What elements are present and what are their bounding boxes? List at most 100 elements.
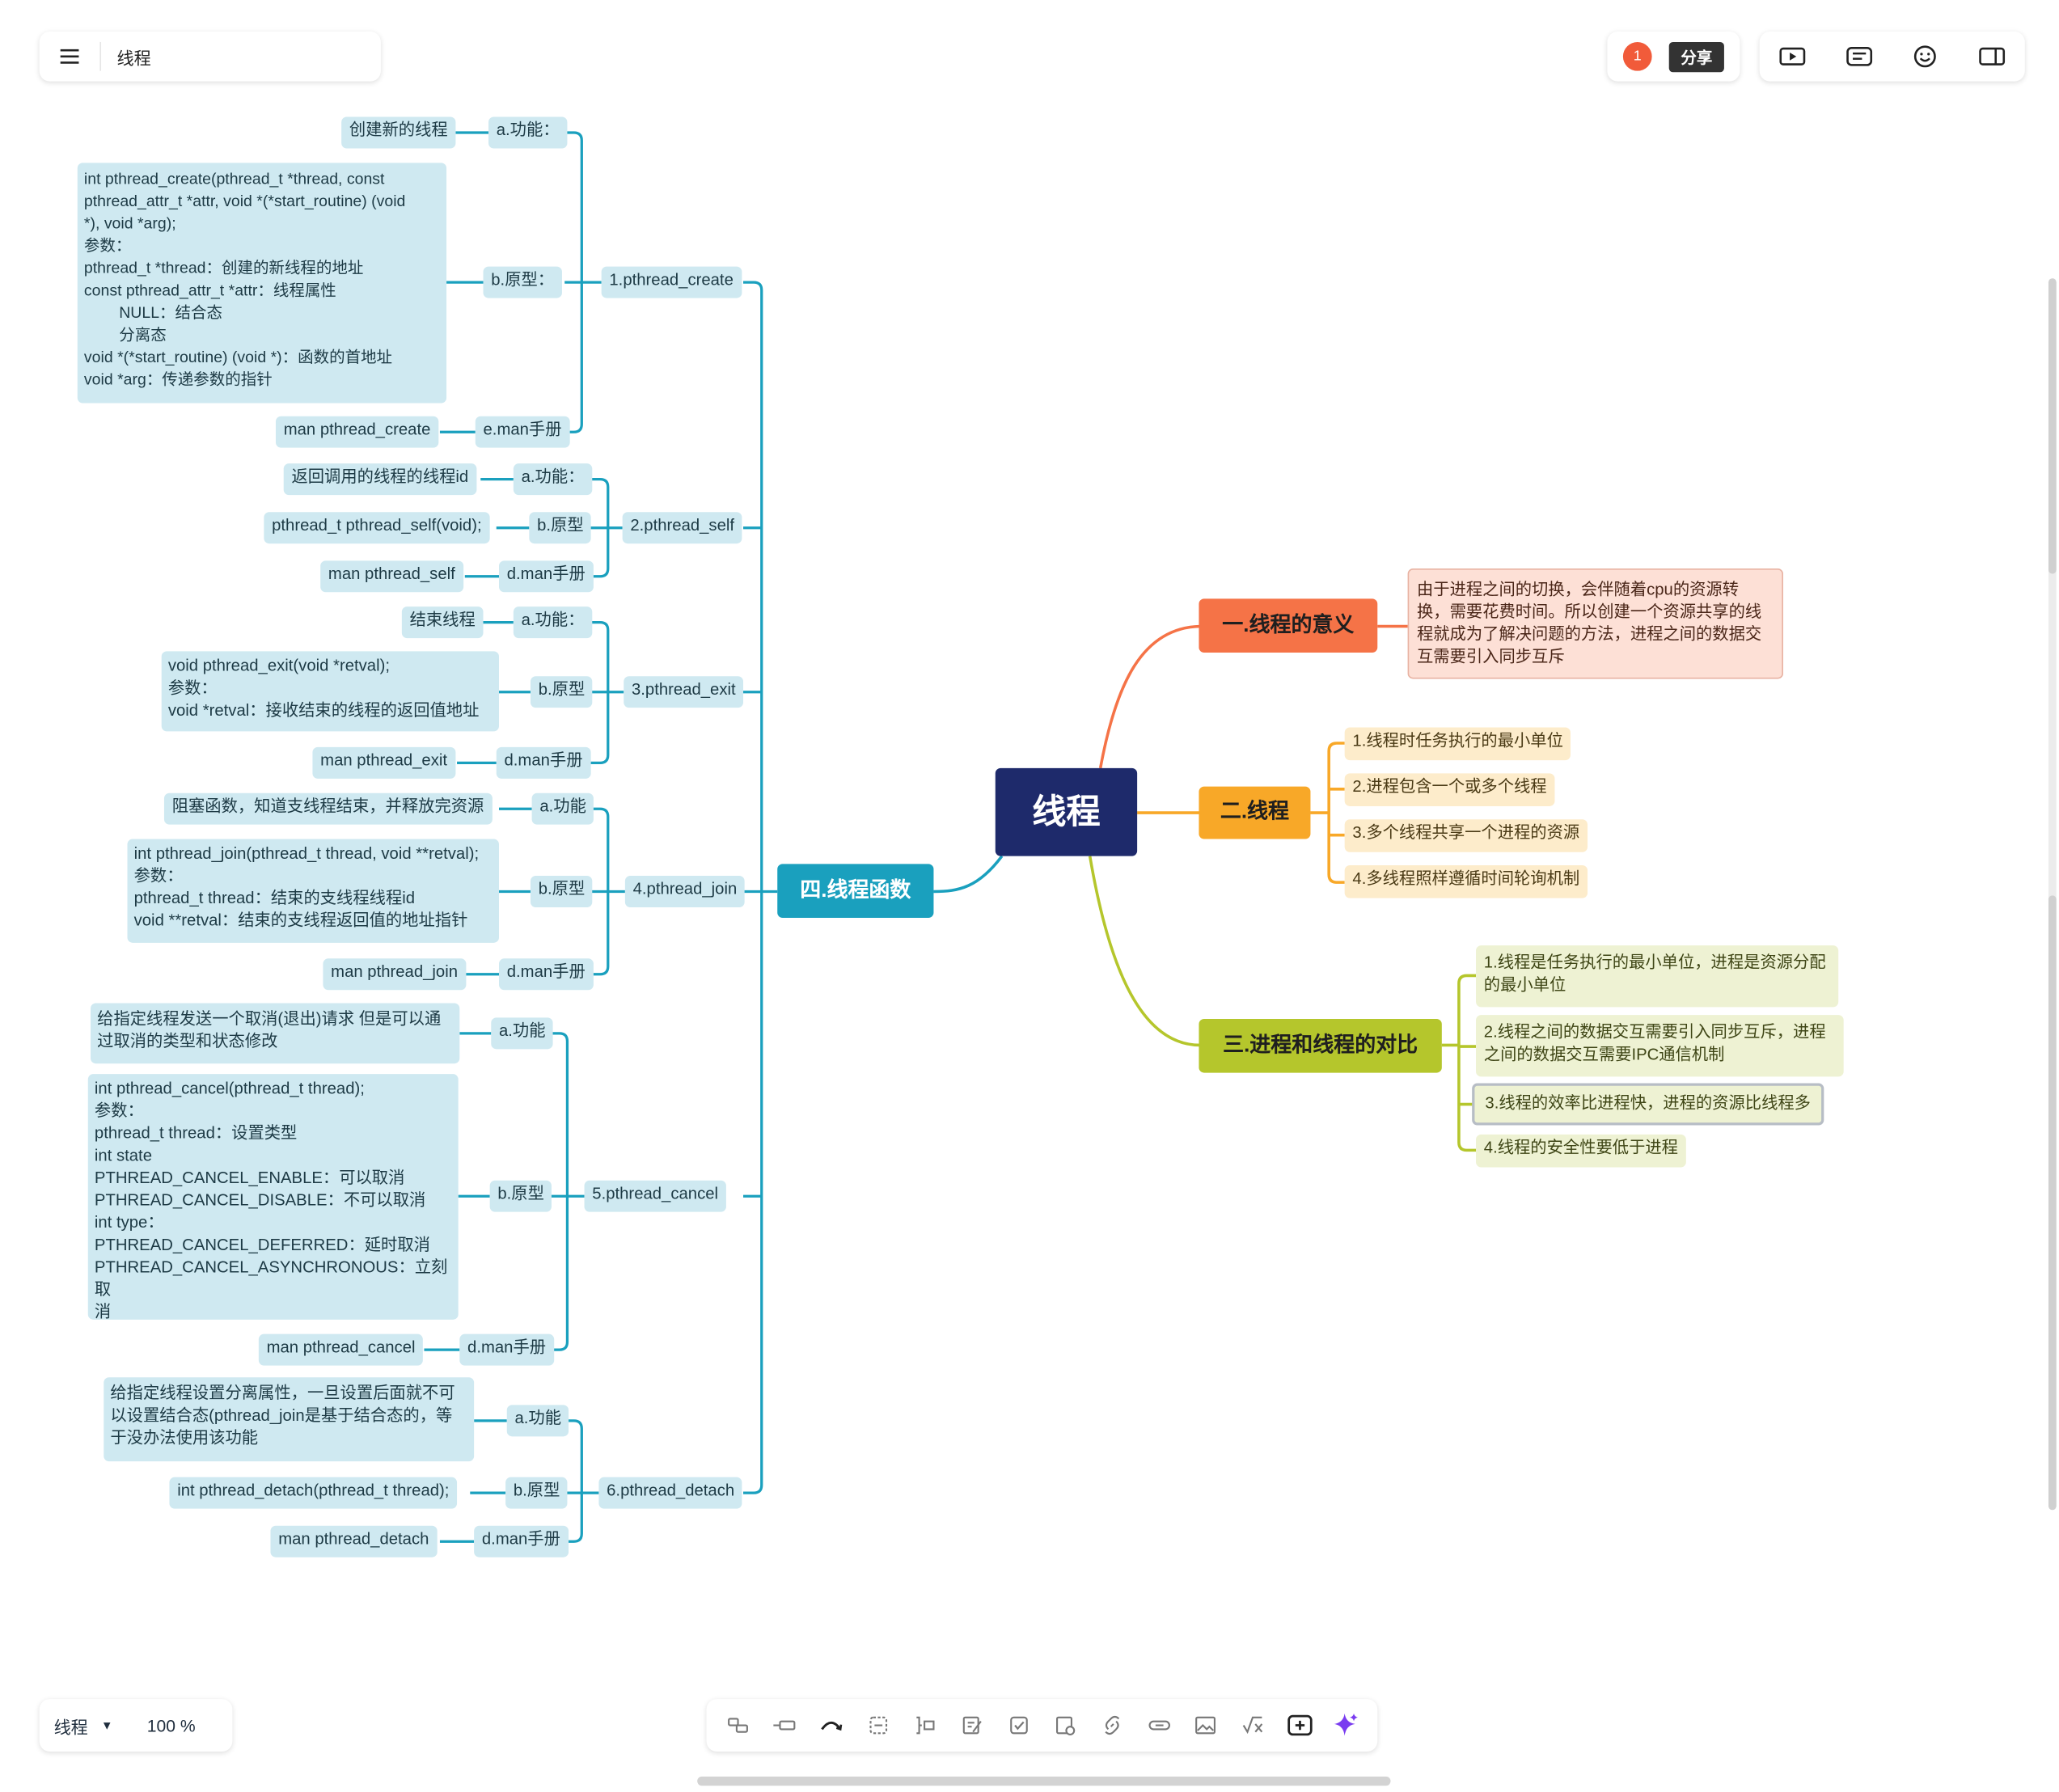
func-label[interactable]: d.man手册 — [474, 1525, 569, 1557]
share-button[interactable]: 分享 — [1668, 41, 1724, 72]
func-text[interactable]: int pthread_detach(pthread_t thread); — [169, 1477, 458, 1509]
checkbox-icon — [1009, 1716, 1028, 1735]
func-label[interactable]: d.man手册 — [496, 746, 591, 779]
hyperlink-button[interactable] — [1144, 1710, 1175, 1741]
text-line: 2.线程之间的数据交互需要引入同步互斥，进程 — [1483, 1022, 1826, 1042]
compare-item-3[interactable]: 3.线程的效率比进程快，进程的资源比线程多 — [1472, 1083, 1824, 1126]
text-line: 过取消的类型和状态修改 — [97, 1032, 278, 1050]
zoom-level[interactable]: 100 % — [146, 1715, 196, 1735]
text-line: 程就成为了解决问题的方法，进程之间的数据交 — [1416, 624, 1762, 644]
func-text[interactable]: pthread_t pthread_self(void); — [264, 512, 490, 544]
insert-child-button[interactable] — [722, 1710, 754, 1741]
text-line: PTHREAD_CANCEL_ASYNCHRONOUS：立刻取 — [94, 1257, 448, 1299]
func-label[interactable]: d.man手册 — [499, 560, 594, 593]
func-pthread-exit[interactable]: 3.pthread_exit — [624, 676, 744, 708]
text-line: 之间的数据交互需要IPC通信机制 — [1483, 1045, 1725, 1064]
sheet-selector[interactable]: 线程 — [53, 1716, 88, 1737]
menu-button[interactable] — [40, 32, 100, 82]
note-button[interactable] — [956, 1710, 987, 1741]
compare-item-1[interactable]: 1.线程是任务执行的最小单位，进程是资源分配 的最小单位 — [1476, 945, 1839, 1008]
thread-item-4[interactable]: 4.多线程照样遵循时间轮询机制 — [1344, 865, 1588, 898]
chevron-down-icon[interactable]: ▼ — [101, 1718, 113, 1732]
func-label[interactable]: a.功能： — [513, 463, 593, 496]
notification-badge[interactable]: 1 — [1622, 41, 1652, 71]
compare-item-2[interactable]: 2.线程之间的数据交互需要引入同步互斥，进程 之间的数据交互需要IPC通信机制 — [1476, 1015, 1844, 1077]
func-label[interactable]: e.man手册 — [475, 416, 570, 448]
meaning-detail[interactable]: 由于进程之间的切换，会伴随着cpu的资源转 换，需要花费时间。所以创建一个资源共… — [1407, 568, 1783, 679]
func-label[interactable]: b.原型 — [529, 512, 592, 544]
boundary-button[interactable] — [909, 1710, 941, 1741]
func-label[interactable]: d.man手册 — [499, 958, 594, 991]
todo-button[interactable] — [1050, 1710, 1081, 1741]
note-icon — [962, 1716, 982, 1735]
func-prototype[interactable]: int pthread_join(pthread_t thread, void … — [127, 839, 500, 943]
func-pthread-detach[interactable]: 6.pthread_detach — [598, 1477, 742, 1509]
sheet-zoom-box: 线程 ▼ 100 % — [39, 1699, 233, 1752]
scrollbar-thumb[interactable] — [2048, 278, 2057, 574]
func-text[interactable]: 返回调用的线程的线程id — [283, 463, 476, 496]
func-label[interactable]: a.功能 — [506, 1405, 569, 1437]
func-pthread-join[interactable]: 4.pthread_join — [624, 876, 746, 907]
branch-functions[interactable]: 四.线程函数 — [777, 864, 934, 918]
func-text[interactable]: man pthread_join — [323, 958, 466, 991]
func-text[interactable]: 给指定线程设置分离属性，一旦设置后面就不可 以设置结合态(pthread_joi… — [104, 1377, 475, 1462]
func-label[interactable]: b.原型 — [530, 876, 593, 907]
func-text[interactable]: man pthread_create — [275, 416, 439, 448]
text-line: void pthread_exit(void *retval); — [167, 656, 390, 675]
image-button[interactable] — [1190, 1710, 1221, 1741]
ai-button[interactable] — [1330, 1710, 1362, 1741]
func-text[interactable]: 结束线程 — [401, 606, 484, 639]
emoji-button[interactable] — [1907, 38, 1943, 74]
sidebar-toggle-button[interactable] — [1973, 38, 2010, 74]
func-prototype[interactable]: int pthread_create(pthread_t *thread, co… — [77, 163, 447, 404]
func-prototype[interactable]: int pthread_cancel(pthread_t thread); 参数… — [87, 1074, 459, 1321]
func-label[interactable]: b.原型： — [483, 266, 562, 298]
task-button[interactable] — [1003, 1710, 1034, 1741]
insert-button[interactable] — [1283, 1710, 1315, 1741]
func-label[interactable]: a.功能： — [488, 116, 568, 149]
func-label[interactable]: b.原型 — [489, 1180, 552, 1212]
thread-item-3[interactable]: 3.多个线程共享一个进程的资源 — [1344, 819, 1588, 852]
root-topic[interactable]: 线程 — [995, 767, 1138, 856]
compare-item-4[interactable]: 4.线程的安全性要低于进程 — [1476, 1134, 1686, 1168]
link-button[interactable] — [1097, 1710, 1128, 1741]
func-text[interactable]: man pthread_cancel — [258, 1333, 424, 1366]
branch-meaning[interactable]: 一.线程的意义 — [1199, 598, 1378, 653]
text-line: void *retval：接收结束的线程的返回值地址 — [167, 701, 480, 720]
summary-button[interactable] — [862, 1710, 894, 1741]
func-text[interactable]: 阻塞函数，知道支线程结束，并释放完资源 — [163, 792, 493, 825]
func-label[interactable]: b.原型 — [530, 676, 593, 708]
thread-item-1[interactable]: 1.线程时任务执行的最小单位 — [1344, 727, 1571, 761]
horizontal-scrollbar[interactable] — [697, 1776, 1391, 1786]
thread-item-2[interactable]: 2.进程包含一个或多个线程 — [1344, 773, 1555, 806]
func-pthread-self[interactable]: 2.pthread_self — [622, 512, 742, 544]
func-text[interactable]: man pthread_exit — [312, 746, 455, 779]
func-text[interactable]: man pthread_detach — [270, 1525, 438, 1557]
func-label[interactable]: a.功能 — [531, 792, 594, 825]
branch-thread[interactable]: 二.线程 — [1199, 786, 1311, 839]
relationship-button[interactable] — [815, 1710, 847, 1741]
formula-button[interactable] — [1237, 1710, 1268, 1741]
func-pthread-cancel[interactable]: 5.pthread_cancel — [584, 1180, 726, 1212]
scrollbar-thumb[interactable] — [2048, 895, 2057, 1511]
document-title[interactable]: 线程 — [116, 48, 151, 68]
divider — [99, 41, 102, 71]
share-area: 1 分享 — [1607, 31, 1740, 82]
func-label[interactable]: a.功能： — [513, 606, 593, 639]
insert-sibling-button[interactable] — [769, 1710, 801, 1741]
func-text[interactable]: 给指定线程发送一个取消(退出)请求 但是可以通 过取消的类型和状态修改 — [91, 1003, 460, 1064]
func-label[interactable]: a.功能 — [491, 1017, 554, 1050]
func-label[interactable]: d.man手册 — [459, 1333, 554, 1366]
func-label[interactable]: b.原型 — [505, 1477, 569, 1509]
func-text[interactable]: 创建新的线程 — [341, 116, 456, 149]
vertical-scrollbar[interactable] — [2048, 278, 2057, 1511]
func-pthread-create[interactable]: 1.pthread_create — [601, 266, 742, 298]
func-text[interactable]: man pthread_self — [320, 560, 463, 593]
func-prototype[interactable]: void pthread_exit(void *retval); 参数： voi… — [161, 651, 500, 732]
image-icon — [1195, 1716, 1216, 1735]
comments-button[interactable] — [1841, 38, 1877, 74]
branch-compare[interactable]: 三.进程和线程的对比 — [1199, 1018, 1442, 1073]
presentation-button[interactable] — [1774, 38, 1811, 74]
